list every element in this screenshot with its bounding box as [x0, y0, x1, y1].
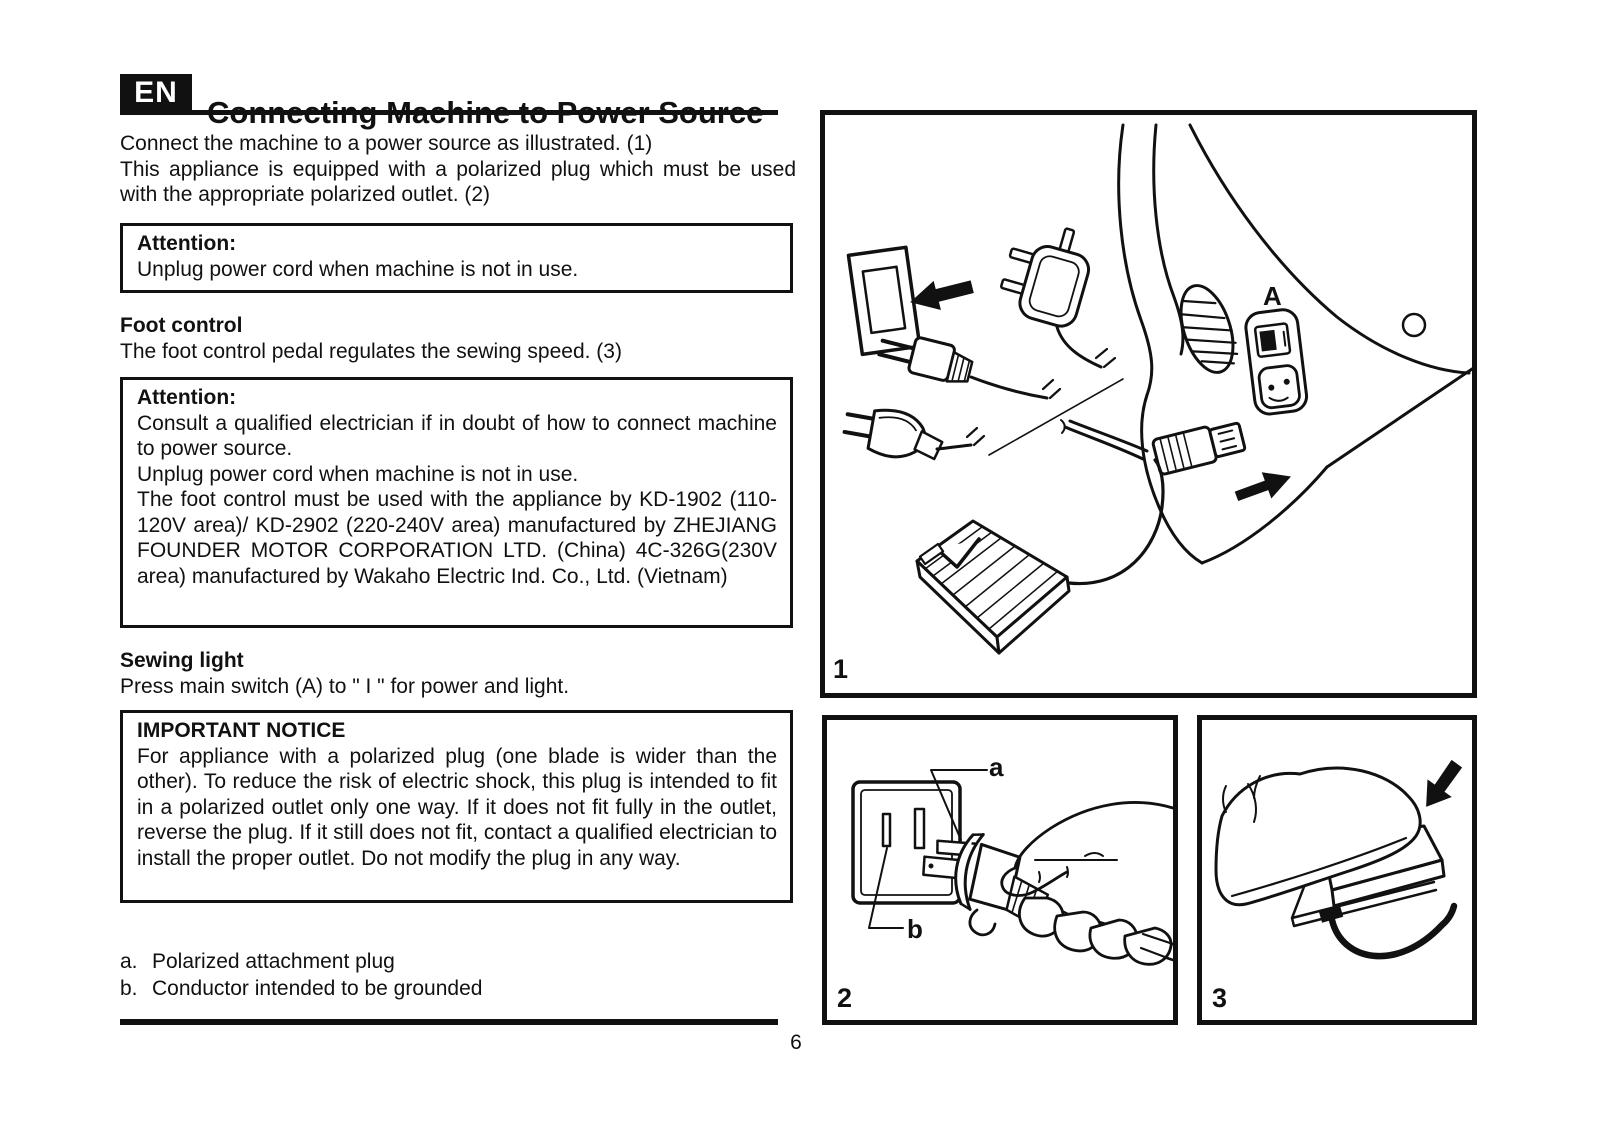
power-connection-illustration	[842, 123, 1472, 655]
foot-control-illustration	[1214, 759, 1463, 960]
attention-title: Attention:	[137, 386, 237, 409]
title-divider	[120, 110, 778, 115]
intro-line-2: This appliance is equipped with a polari…	[120, 157, 796, 207]
down-arrow-icon	[1426, 759, 1463, 807]
figure-number: 1	[833, 654, 849, 684]
hand-icon	[968, 801, 1173, 966]
left-arrow-icon	[910, 280, 974, 310]
callout-label-b: b	[907, 914, 923, 944]
figure-number: 2	[837, 983, 853, 1013]
shoe-icon	[1214, 766, 1422, 907]
figure-2-polarized-plug: a b 2	[822, 715, 1178, 1025]
attention-paragraph: Consult a qualified electrician if in do…	[137, 411, 777, 461]
sewing-machine-side	[1117, 123, 1472, 565]
important-notice-body: For appliance with a polarized plug (one…	[137, 744, 777, 870]
label-b-leader	[868, 847, 904, 929]
screw-icon	[1401, 312, 1427, 338]
cable-nub	[1318, 905, 1344, 923]
foot-control-body: The foot control pedal regulates the sew…	[120, 340, 622, 363]
important-notice-title: IMPORTANT NOTICE	[137, 719, 346, 742]
cord-break-mark	[1094, 347, 1117, 369]
intro-paragraphs: Connect the machine to a power source as…	[120, 131, 796, 208]
euro-plug-cord	[935, 443, 973, 451]
attention-body: Unplug power cord when machine is not in…	[137, 257, 579, 281]
figure-3-foot-control: 3	[1197, 715, 1477, 1025]
legend-key: b.	[120, 977, 138, 1000]
legend-text: Conductor intended to be grounded	[152, 977, 483, 1000]
section-foot-control: Foot control The foot control pedal regu…	[120, 313, 796, 365]
attention-box-electrician: Attention: Consult a qualified electrici…	[120, 377, 793, 628]
legend-key: a.	[120, 950, 138, 973]
foot-pedal-icon	[915, 519, 1071, 655]
switch-label-A: A	[1263, 281, 1282, 311]
page-number: 6	[790, 1031, 802, 1054]
figure-number: 3	[1212, 983, 1228, 1013]
cord-cut-line	[988, 378, 1124, 456]
uk-plug-icon	[1000, 227, 1091, 328]
legend-item-b: b. Conductor intended to be grounded	[120, 975, 796, 1002]
attention-title: Attention:	[137, 232, 237, 255]
power-inlet-icon	[1257, 364, 1301, 410]
cord-break-mark	[1041, 378, 1062, 400]
attention-paragraph: The foot control must be used with the a…	[137, 488, 777, 588]
callout-label-a: a	[989, 752, 1004, 782]
right-arrow-icon	[1234, 472, 1291, 502]
pedal-cable	[1067, 458, 1165, 586]
vent-grille-icon	[1179, 284, 1239, 374]
footer-divider	[120, 1019, 778, 1025]
us-plug-icon	[877, 336, 974, 383]
label-a-leader	[930, 769, 988, 841]
intro-line-1: Connect the machine to a power source as…	[120, 132, 653, 155]
sewing-light-body: Press main switch (A) to " I " for power…	[120, 675, 570, 698]
main-cable	[1063, 419, 1149, 461]
attention-box-unplug: Attention: Unplug power cord when machin…	[120, 223, 793, 293]
section-sewing-light: Sewing light Press main switch (A) to " …	[120, 648, 796, 700]
power-switch-icon	[1253, 322, 1292, 358]
sewing-light-heading: Sewing light	[120, 649, 244, 672]
us-plug-cord	[969, 375, 1049, 400]
cord-break-mark	[965, 426, 986, 447]
power-panel	[1244, 308, 1309, 416]
legend-item-a: a. Polarized attachment plug	[120, 948, 796, 975]
foot-control-heading: Foot control	[120, 314, 243, 337]
polarized-plug-illustration	[851, 769, 1173, 966]
machine-plug-connector	[1151, 421, 1247, 476]
wall-outlet-icon	[846, 245, 922, 357]
figure-legend: a. Polarized attachment plug b. Conducto…	[120, 948, 796, 1002]
language-badge: EN	[120, 74, 192, 112]
legend-text: Polarized attachment plug	[152, 950, 395, 973]
euro-plug-icon	[842, 408, 944, 461]
figure-1-power-connection: A 1	[820, 110, 1477, 698]
important-notice-box: IMPORTANT NOTICE For appliance with a po…	[120, 710, 793, 903]
uk-plug-cord	[1055, 325, 1103, 369]
attention-paragraph: Unplug power cord when machine is not in…	[137, 462, 579, 486]
pedal-cable	[1328, 902, 1458, 960]
